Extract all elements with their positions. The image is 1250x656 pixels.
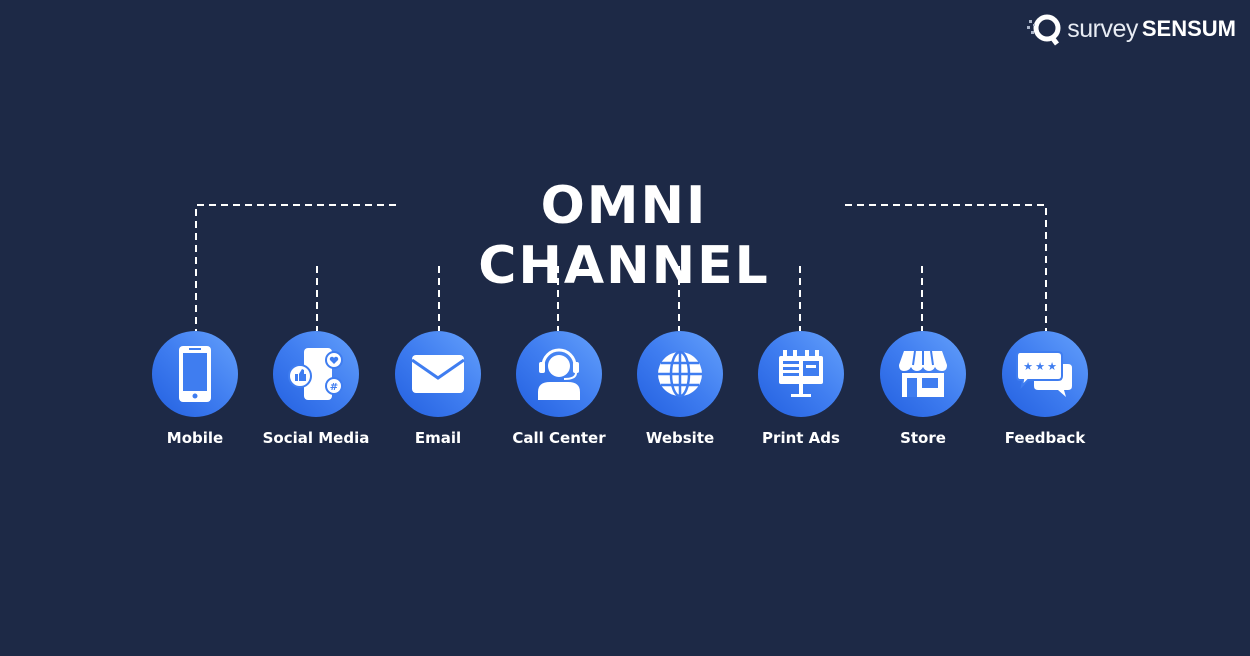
channel-website: Website bbox=[615, 331, 745, 447]
envelope-icon bbox=[411, 355, 465, 393]
svg-text:★: ★ bbox=[1035, 360, 1045, 373]
globe-icon bbox=[658, 350, 702, 398]
channel-label: Email bbox=[414, 429, 462, 447]
svg-text:★: ★ bbox=[1047, 360, 1057, 373]
channel-social-media: # Social Media bbox=[251, 331, 381, 447]
storefront-icon bbox=[899, 350, 947, 397]
channel-feedback: ★★★ Feedback bbox=[980, 331, 1110, 447]
logo-text-sensum: SENSUM bbox=[1141, 16, 1236, 41]
headset-agent-icon bbox=[538, 348, 580, 400]
page-title: OMNI CHANNEL bbox=[478, 176, 770, 296]
logo-text-survey: survey bbox=[1067, 14, 1138, 43]
channel-label: Social Media bbox=[262, 429, 370, 447]
channel-call-center: Call Center bbox=[494, 331, 624, 447]
svg-text:#: # bbox=[330, 382, 338, 393]
chat-rating-icon: ★★★ bbox=[1016, 351, 1072, 397]
channel-store: Store bbox=[858, 331, 988, 447]
channel-label: Mobile bbox=[166, 429, 224, 447]
channel-email: Email bbox=[373, 331, 503, 447]
connector-right bbox=[845, 204, 1047, 331]
social-media-icon: # bbox=[288, 348, 343, 400]
channel-print-ads: Print Ads bbox=[736, 331, 866, 447]
channel-mobile: Mobile bbox=[130, 331, 260, 447]
channel-label: Print Ads bbox=[762, 429, 840, 447]
logo-q-icon bbox=[1027, 14, 1061, 46]
channel-label: Store bbox=[900, 429, 946, 447]
channel-label: Feedback bbox=[1004, 429, 1086, 447]
channel-label: Website bbox=[645, 429, 715, 447]
channel-label: Call Center bbox=[512, 429, 606, 447]
mobile-phone-icon bbox=[179, 346, 211, 402]
billboard-icon bbox=[779, 350, 823, 397]
connector-left bbox=[195, 204, 396, 331]
svg-text:★: ★ bbox=[1023, 360, 1033, 373]
